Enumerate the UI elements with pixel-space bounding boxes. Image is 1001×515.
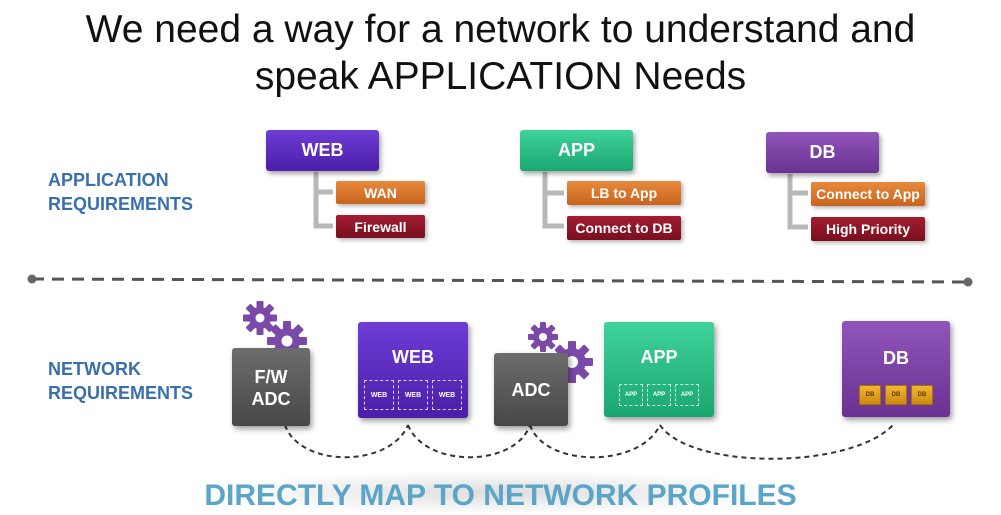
- app-instance: APP: [647, 384, 671, 406]
- divider-line: [31, 277, 969, 284]
- adc-box: ADC: [494, 353, 568, 426]
- web-instances: WEB WEB WEB: [358, 380, 468, 410]
- app-instance: APP: [675, 384, 699, 406]
- web-tree-connector: [313, 172, 333, 229]
- web-tier-box: WEB: [266, 130, 379, 171]
- network-web-label: WEB: [392, 347, 434, 367]
- adc-label: ADC: [251, 389, 291, 409]
- network-db-label: DB: [883, 348, 909, 368]
- network-app-box: APP APP APP APP: [604, 322, 714, 417]
- divider-end-dot: [963, 277, 973, 287]
- app-tree-connector: [542, 172, 564, 229]
- arc-web-adc: [407, 424, 531, 459]
- req-connect-to-app: Connect to App: [811, 182, 925, 206]
- title-line-1: We need a way for a network to understan…: [85, 8, 916, 51]
- network-app-label: APP: [640, 347, 678, 367]
- req-connect-to-db: Connect to DB: [567, 216, 681, 240]
- network-db-box: DB DB DB DB: [842, 321, 950, 417]
- db-instances: DB DB DB: [842, 385, 950, 405]
- app-instances: APP APP APP: [604, 384, 714, 406]
- req-firewall: Firewall: [336, 215, 425, 238]
- arc-adc-app: [529, 424, 661, 459]
- db-tree-connector: [787, 174, 808, 230]
- gear-icon: [528, 322, 558, 352]
- gear-icon: [243, 301, 277, 335]
- app-tier-box: APP: [520, 130, 633, 171]
- db-instance: DB: [911, 385, 933, 405]
- footer-caption: DIRECTLY MAP TO NETWORK PROFILES: [204, 479, 797, 512]
- adc-box-label: ADC: [511, 380, 551, 400]
- arc-app-db: [659, 424, 894, 460]
- db-tier-box: DB: [766, 132, 879, 173]
- app-instance: APP: [619, 384, 643, 406]
- web-instance: WEB: [364, 380, 394, 410]
- fw-label: F/W: [254, 367, 288, 387]
- req-lb-to-app: LB to App: [567, 181, 681, 205]
- network-web-box: WEB WEB WEB WEB: [358, 322, 468, 418]
- db-instance: DB: [885, 385, 907, 405]
- db-instance: DB: [859, 385, 881, 405]
- req-high-priority: High Priority: [811, 217, 925, 241]
- arc-fw-web: [284, 424, 409, 459]
- fw-adc-box: F/W ADC: [232, 348, 310, 426]
- network-requirements-label: NETWORK REQUIREMENTS: [48, 359, 194, 403]
- slide-title: We need a way for a network to understan…: [0, 6, 1001, 100]
- web-instance: WEB: [398, 380, 428, 410]
- divider-start-dot: [27, 274, 37, 284]
- footer-glow: [200, 470, 800, 515]
- title-line-2: speak APPLICATION Needs: [254, 55, 747, 98]
- application-requirements-label: APPLICATION REQUIREMENTS: [48, 170, 194, 214]
- req-wan: WAN: [336, 181, 425, 204]
- web-instance: WEB: [432, 380, 462, 410]
